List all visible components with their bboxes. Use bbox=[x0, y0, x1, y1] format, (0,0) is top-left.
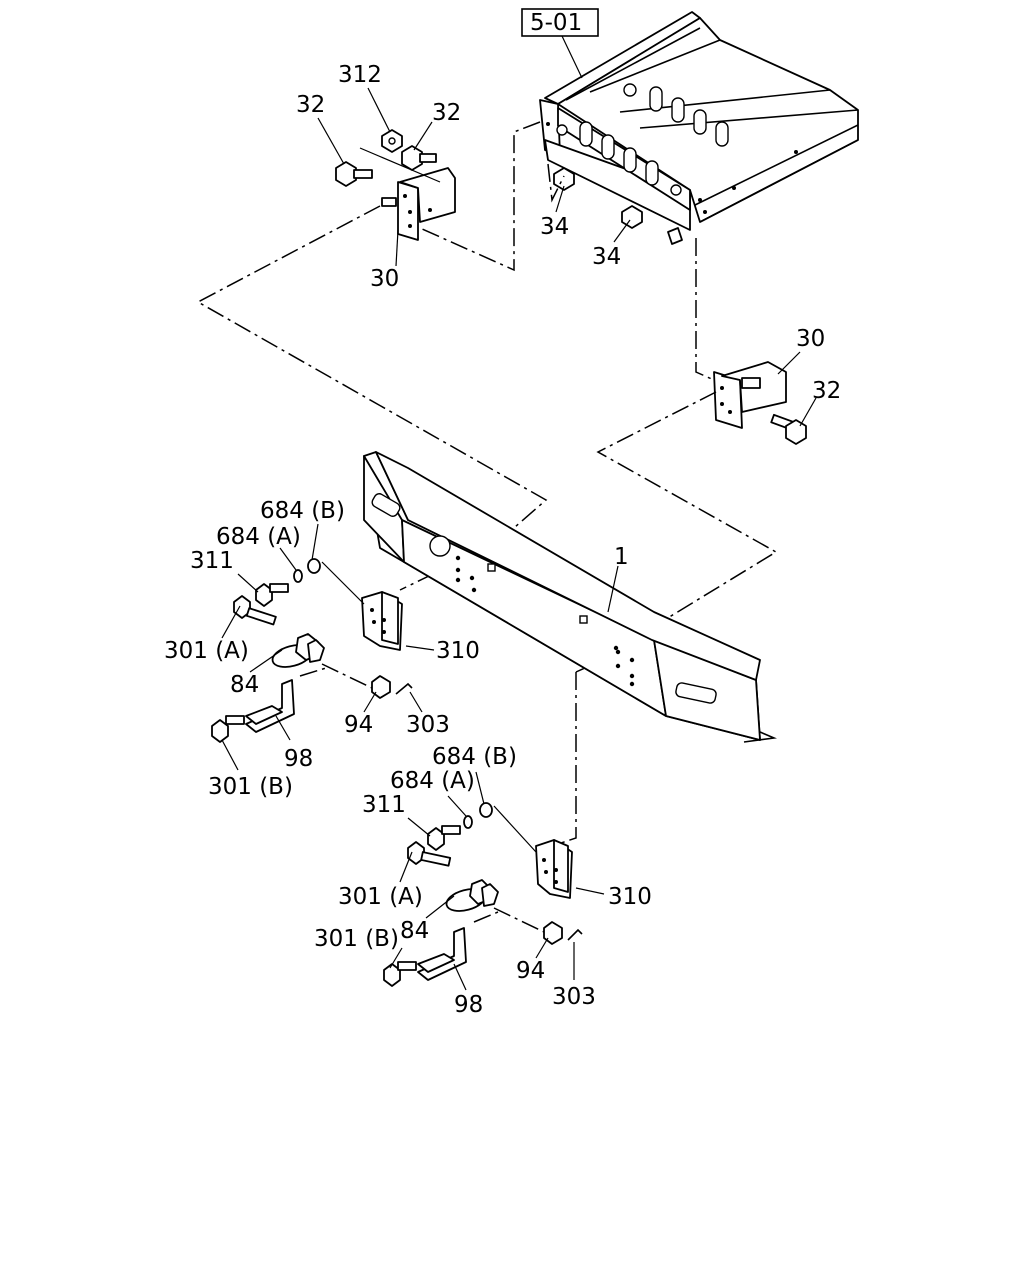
bolt-32-left bbox=[335, 161, 373, 187]
shackle-84-lower bbox=[445, 879, 499, 912]
nut-312 bbox=[381, 129, 403, 153]
washer-684a-upper bbox=[293, 569, 303, 583]
callout-84-lower[interactable]: 84 bbox=[400, 918, 429, 944]
bolt-301b-upper bbox=[211, 715, 245, 743]
callout-303-upper[interactable]: 303 bbox=[406, 712, 450, 738]
bolt-301a-upper bbox=[233, 595, 277, 626]
callout-301a-lower[interactable]: 301 (A) bbox=[338, 884, 423, 910]
callout-labels: 312 32 32 30 34 34 30 32 1 684 (B) 684 (… bbox=[164, 62, 841, 1018]
callout-32-mid[interactable]: 32 bbox=[432, 100, 461, 126]
plate-98-lower bbox=[417, 927, 467, 981]
pin-303-upper bbox=[395, 682, 413, 695]
callout-301b-lower[interactable]: 301 (B) bbox=[314, 926, 399, 952]
chassis-frame bbox=[539, 11, 859, 245]
nut-34-a bbox=[553, 167, 575, 191]
figure-reference-label: 5-01 bbox=[530, 10, 582, 36]
bolt-32-mid bbox=[401, 145, 437, 171]
nut-34-b bbox=[621, 205, 643, 229]
callout-301b-upper[interactable]: 301 (B) bbox=[208, 774, 293, 800]
pin-303-lower bbox=[567, 928, 583, 941]
tow-bracket-310-upper bbox=[361, 591, 403, 651]
bolt-301b-lower bbox=[383, 961, 417, 987]
callout-312[interactable]: 312 bbox=[338, 62, 382, 88]
callout-98-upper[interactable]: 98 bbox=[284, 746, 313, 772]
callout-310-upper[interactable]: 310 bbox=[436, 638, 480, 664]
bolt-311-lower bbox=[427, 825, 461, 851]
nut-94-upper bbox=[371, 675, 391, 699]
tow-bracket-310-lower bbox=[535, 839, 573, 899]
callout-684a-upper[interactable]: 684 (A) bbox=[216, 524, 301, 550]
washer-684b-lower bbox=[479, 802, 493, 818]
bolt-301a-lower bbox=[407, 841, 452, 867]
callout-311-lower[interactable]: 311 bbox=[362, 792, 406, 818]
bolt-311-upper bbox=[255, 583, 289, 607]
callout-684a-lower[interactable]: 684 (A) bbox=[390, 768, 475, 794]
callout-303-lower[interactable]: 303 bbox=[552, 984, 596, 1010]
callout-32-right[interactable]: 32 bbox=[812, 378, 841, 404]
callout-30-upper[interactable]: 30 bbox=[370, 266, 399, 292]
bolt-32-right bbox=[770, 413, 807, 445]
callout-84-upper[interactable]: 84 bbox=[230, 672, 259, 698]
callout-34-a[interactable]: 34 bbox=[540, 214, 569, 240]
washer-684b-upper bbox=[307, 558, 321, 574]
washer-684a-lower bbox=[463, 815, 473, 829]
front-bumper bbox=[363, 451, 777, 743]
callout-34-b[interactable]: 34 bbox=[592, 244, 621, 270]
callout-94-lower[interactable]: 94 bbox=[516, 958, 545, 984]
callout-684b-upper[interactable]: 684 (B) bbox=[260, 498, 345, 524]
bracket-upper-left bbox=[381, 167, 456, 241]
nut-94-lower bbox=[543, 921, 563, 945]
callout-1[interactable]: 1 bbox=[614, 544, 629, 570]
callout-30-right[interactable]: 30 bbox=[796, 326, 825, 352]
callout-301a-upper[interactable]: 301 (A) bbox=[164, 638, 249, 664]
figure-reference[interactable]: 5-01 bbox=[521, 8, 599, 37]
bracket-right bbox=[713, 361, 787, 429]
callout-98-lower[interactable]: 98 bbox=[454, 992, 483, 1018]
callout-684b-lower[interactable]: 684 (B) bbox=[432, 744, 517, 770]
callout-94-upper[interactable]: 94 bbox=[344, 712, 373, 738]
plate-98-upper bbox=[245, 679, 295, 733]
callout-32-left[interactable]: 32 bbox=[296, 92, 325, 118]
assembly-guide-lines bbox=[196, 121, 778, 847]
callout-311-upper[interactable]: 311 bbox=[190, 548, 234, 574]
callout-310-lower[interactable]: 310 bbox=[608, 884, 652, 910]
